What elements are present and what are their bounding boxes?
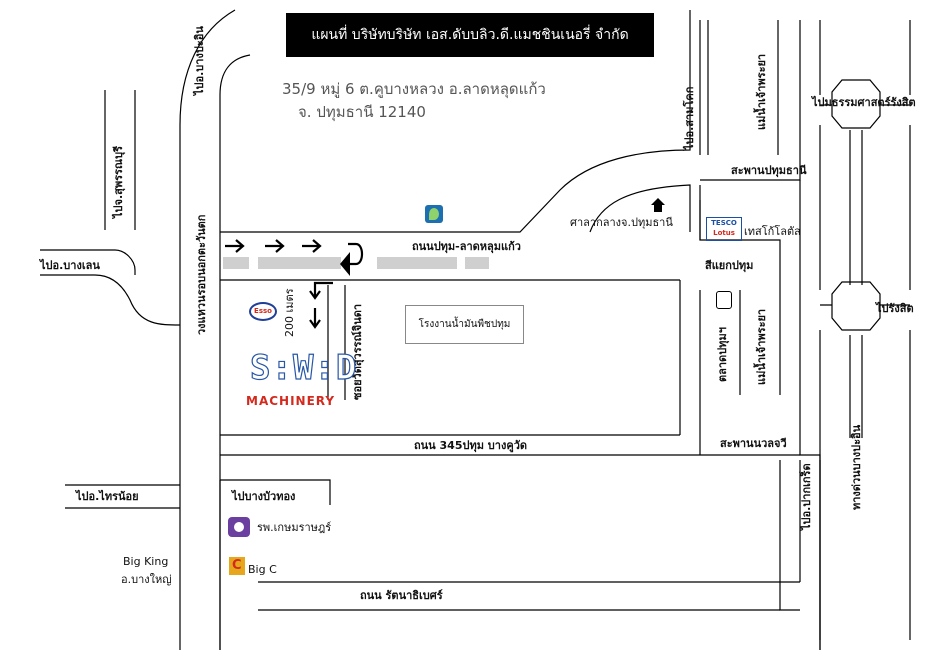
label-distance: 200 เมตร	[283, 288, 296, 337]
label-rattanathibet: ถนน รัตนาธิเบศร์	[360, 589, 443, 602]
label-to-rangsit: ไปรังสิต	[876, 302, 914, 315]
label-tesco: เทสโก้โลตัส	[744, 225, 801, 238]
label-provincial-hall: ศาลากลางจ.ปทุมธานี	[570, 216, 673, 229]
tesco-logo-top: TESCO	[711, 219, 737, 227]
u-turn-arrow-head-icon	[340, 252, 350, 276]
label-river-top: แม่น้ำเจ้าพระยา	[755, 53, 768, 130]
arrow-turn-down-icon	[309, 281, 333, 300]
label-big-c: Big C	[248, 563, 277, 576]
label-bang-yai: อ.บางใหญ่	[121, 573, 172, 586]
arrow-right-icon	[302, 239, 322, 253]
big-c-icon	[229, 557, 245, 575]
label-to-bangpain: ไปอ.บางปะอิน	[193, 26, 206, 95]
label-to-suphan: ไปจ.สุพรรณบุรี	[112, 145, 125, 218]
label-big-king: Big King	[123, 555, 169, 568]
lane-marker	[377, 257, 457, 269]
bridge-road-top	[700, 20, 801, 181]
block-road-right	[799, 180, 821, 650]
label-pathum-junction: สีแยกปทุม	[705, 259, 754, 272]
arrow-right-icon	[265, 239, 285, 253]
outer-ring-road-left-edge	[179, 9, 236, 650]
lane-marker	[223, 257, 249, 269]
esso-logo: Esso	[249, 302, 277, 321]
home-icon	[651, 198, 665, 212]
label-to-thammasat: ไปมธรรมศาสตร์รังสิต	[812, 96, 916, 109]
tesco-lotus-logo: TESCO Lotus	[706, 217, 742, 241]
petrol-station-icon	[425, 205, 443, 223]
bangbuathong-road-top	[220, 479, 331, 505]
interchange-top	[831, 79, 881, 129]
u-turn-arrow-icon	[348, 242, 364, 266]
sainoi-road	[65, 484, 180, 509]
label-road345: ถนน 345ปทุม บางคูวัด	[414, 439, 528, 452]
label-river-mid: แม่น้ำเจ้าพระยา	[755, 308, 768, 385]
label-to-sainoi: ไปอ.ไทรน้อย	[76, 490, 139, 503]
label-nawonlaknawi-bridge: สะพานนวลจวี	[720, 437, 787, 450]
label-to-banglen: ไปอ.บางเลน	[40, 259, 100, 272]
hospital-icon	[228, 517, 250, 537]
address-line-2: จ. ปทุมธานี 12140	[298, 103, 426, 121]
label-hospital: รพ.เกษมราษฎร์	[257, 521, 332, 534]
label-to-bangbuathong: ไปบางบัวทอง	[232, 490, 296, 503]
swd-logo: S:W:D	[249, 348, 358, 388]
banglen-bottom-edge	[40, 274, 181, 326]
interchange-bottom	[831, 281, 881, 331]
interchange-links	[820, 104, 910, 306]
address-line-1: 35/9 หมู่ 6 ต.คูบางหลวง อ.ลาดหลุดแก้ว	[282, 80, 546, 98]
label-expressway: ทางด่วนบางปะอิน	[850, 424, 863, 510]
label-pathum-lathlumkaew: ถนนปทุม-ลาดหลุมแก้ว	[412, 240, 521, 253]
rattanathibet-right-connector	[779, 460, 800, 611]
label-pathum-bridge: สะพานปทุมธานี	[731, 164, 807, 177]
lane-marker	[465, 257, 489, 269]
arrow-down-icon	[309, 308, 321, 329]
lane-marker	[258, 257, 341, 269]
provincial-hall-arc	[589, 184, 691, 233]
outer-ring-road-right-edge	[219, 54, 251, 650]
map-title: แผนที่ บริษัทบริษัท เอส.ดับบลิว.ดี.แมชชิ…	[286, 13, 654, 57]
pathum-lathlumkaew-top-edge	[220, 10, 691, 233]
factory-box: โรงงานน้ำมันพืชปทุม	[405, 305, 524, 344]
label-outer-ring-road: วงแหวนรอบนอกตะวันตก	[195, 214, 208, 335]
label-to-pakkret: ไปอ.ปากเกร็ด	[800, 463, 813, 530]
label-to-samkhok: ไปอ.สามโคก	[683, 86, 696, 150]
restaurant-icon	[716, 291, 732, 309]
label-market: ตลาดปทุมฯ	[716, 327, 729, 382]
arrow-right-icon	[225, 239, 245, 253]
tesco-logo-bottom: Lotus	[713, 229, 735, 237]
banglen-top-edge	[40, 249, 136, 275]
machinery-label: MACHINERY	[246, 394, 336, 408]
